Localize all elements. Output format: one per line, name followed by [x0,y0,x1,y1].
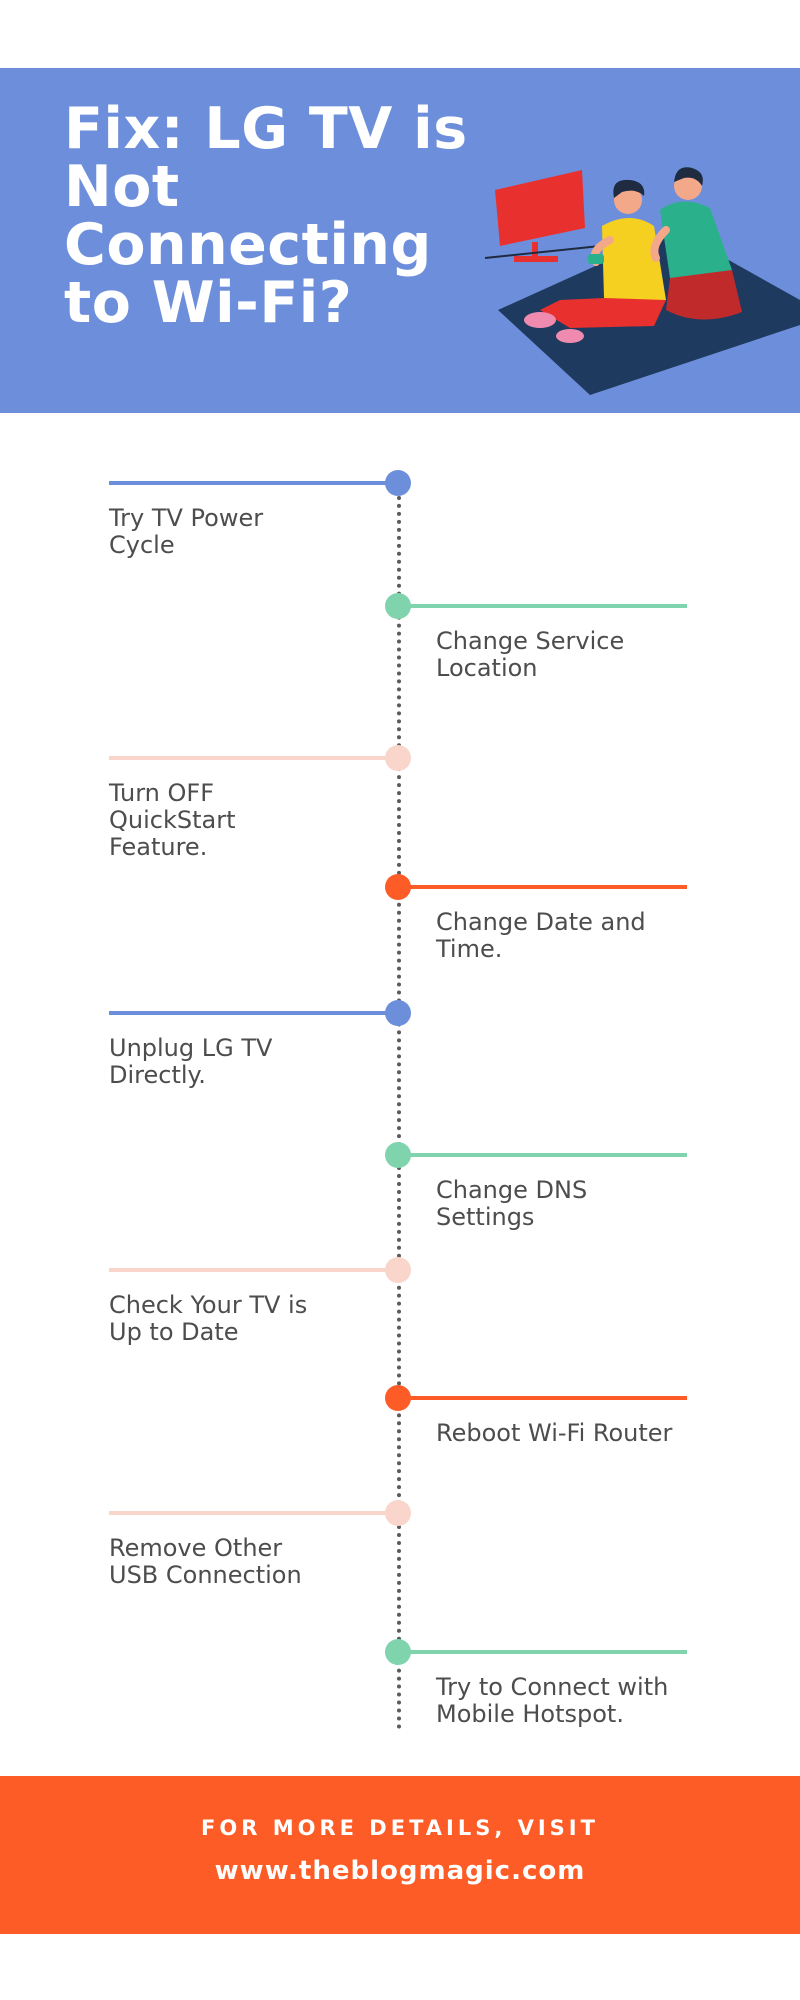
person-pants [666,270,742,320]
step-connector-bar [109,1011,398,1015]
title-line: Not [64,154,180,220]
game-controller [588,254,604,264]
person-pants [540,298,666,328]
title-line: to Wi-Fi? [64,270,353,336]
people-watching-tv-illustration [484,167,800,395]
step-dot [385,470,411,496]
step-dot [385,1257,411,1283]
footer-website-link[interactable]: www.theblogmagic.com [214,1856,586,1886]
step-connector-bar [398,1396,687,1400]
step-connector-bar [109,1511,398,1515]
step-label: Change DNS Settings [436,1176,588,1231]
step-connector-bar [398,604,687,608]
step-label: Try to Connect with Mobile Hotspot. [436,1673,669,1728]
step-label: Unplug LG TV Directly. [109,1034,273,1089]
step-dot [385,1385,411,1411]
timeline-dotted-line [397,480,401,1730]
title-line: Fix: LG TV is [64,96,468,162]
step-label: Change Date and Time. [436,908,646,963]
step-dot [385,745,411,771]
tv-base [514,256,558,262]
step-connector-bar [109,756,398,760]
step-label: Check Your TV is Up to Date [109,1291,308,1346]
step-dot [385,874,411,900]
step-connector-bar [109,481,398,485]
step-dot [385,1000,411,1026]
step-label: Remove Other USB Connection [109,1534,302,1589]
person-shirt [602,218,666,305]
person-shoe [524,312,556,328]
person-shirt [660,201,732,281]
footer-banner: FOR MORE DETAILS, VISIT www.theblogmagic… [0,1776,800,1934]
page-title: Fix: LG TV is Not Connecting to Wi-Fi? [64,100,504,332]
person-arm [650,226,670,262]
person-hair [674,167,703,186]
person-head [614,186,642,214]
step-connector-bar [398,1650,687,1654]
footer-cta-text: FOR MORE DETAILS, VISIT [201,1816,599,1840]
step-label: Turn OFF QuickStart Feature. [109,779,236,861]
step-connector-bar [109,1268,398,1272]
person-shoe [556,329,584,343]
tv-stand [532,242,538,260]
person-hair [613,179,645,198]
step-connector-bar [398,1153,687,1157]
step-dot [385,1142,411,1168]
tv-screen [495,170,585,246]
title-line: Connecting [64,212,432,278]
step-dot [385,593,411,619]
controller-cable [484,245,601,259]
step-label: Reboot Wi-Fi Router [436,1419,673,1447]
step-dot [385,1500,411,1526]
step-label: Change Service Location [436,627,625,682]
step-connector-bar [398,885,687,889]
step-dot [385,1639,411,1665]
step-label: Try TV Power Cycle [109,504,264,559]
